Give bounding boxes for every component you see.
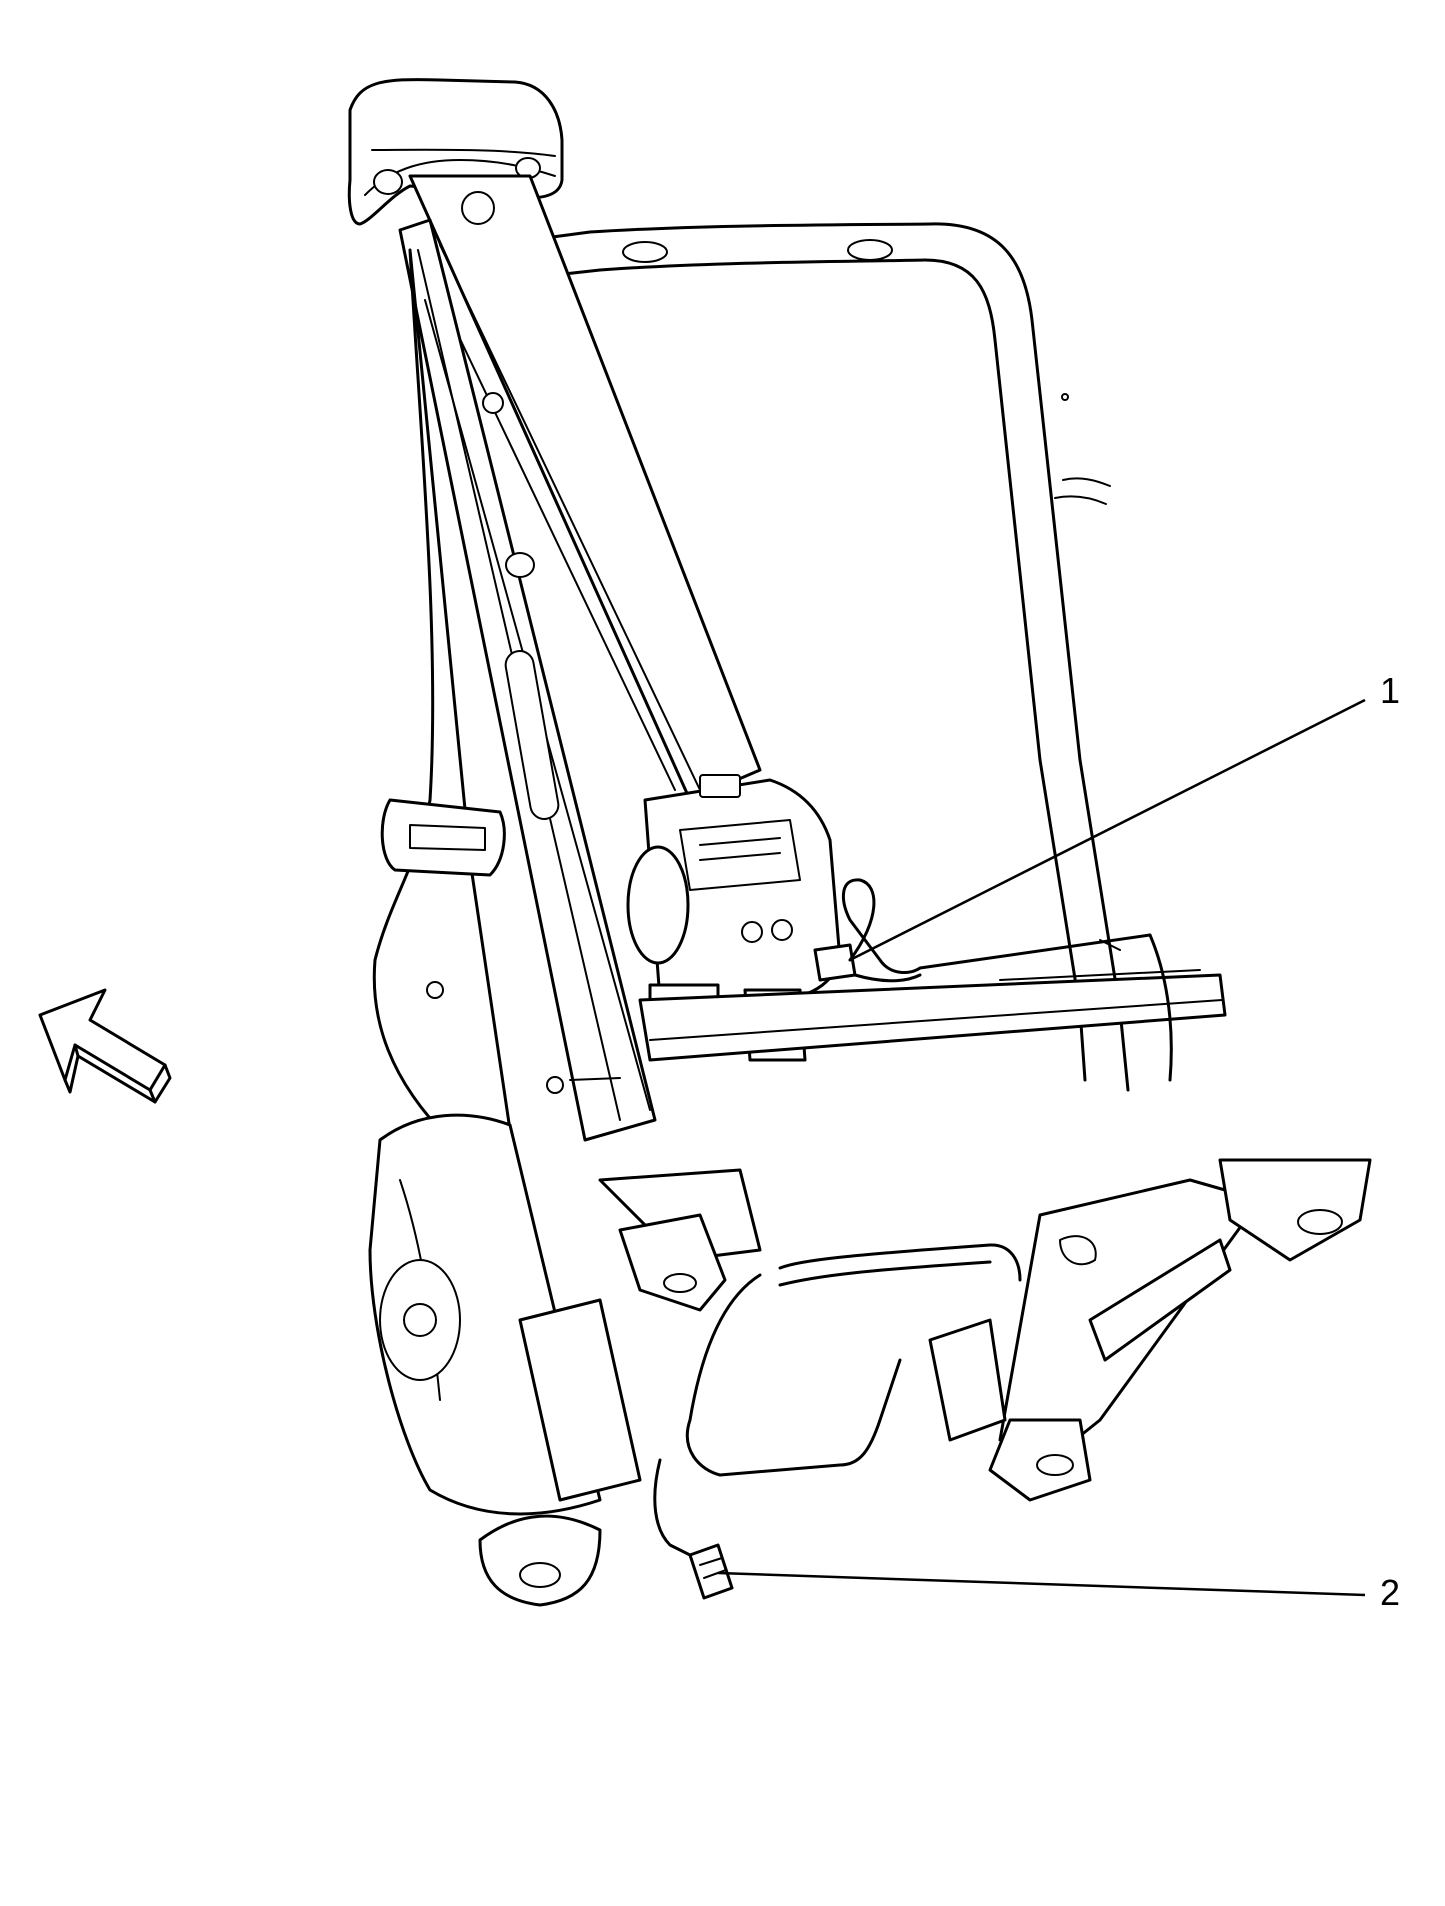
left-seat-rail <box>368 1113 762 1607</box>
seatback-upper-frame <box>543 222 1130 1092</box>
callout-1-leader <box>849 698 1366 962</box>
seat-belt-webbing <box>408 174 762 802</box>
callout-2-label: 2 <box>1380 1572 1400 1613</box>
right-seat-rail <box>928 1158 1372 1502</box>
wiring-harness-upper <box>841 878 1173 1082</box>
seat-belt-connector <box>688 1543 734 1600</box>
seatback-cross-member <box>638 969 1227 1062</box>
wiring-harness-lower <box>653 1243 1022 1562</box>
callout-1-label: 1 <box>1380 670 1400 711</box>
forward-arrow-icon <box>38 988 172 1104</box>
seatback-side-panel <box>398 218 657 1142</box>
callout-2-leader <box>717 1571 1366 1597</box>
seatback-trim-shell <box>372 248 564 1142</box>
